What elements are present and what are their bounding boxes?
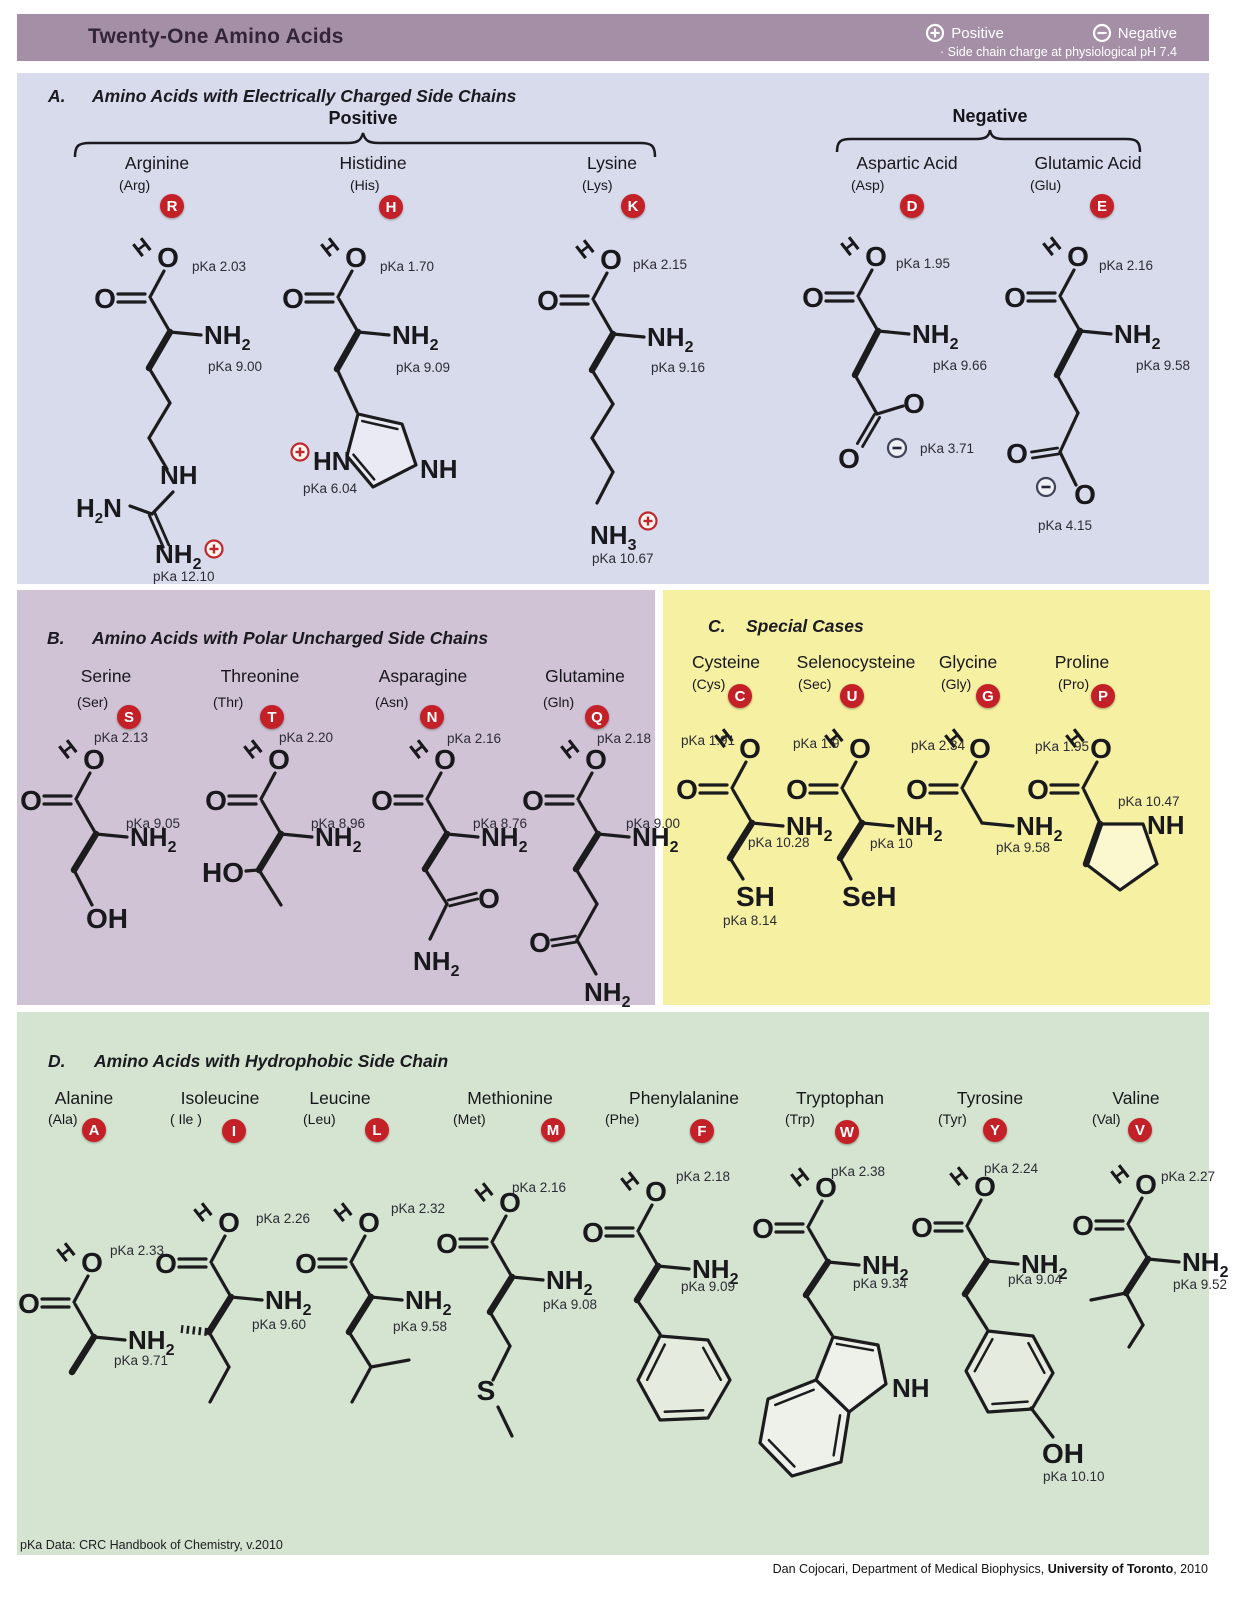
amino-abbr-tyrosine: (Tyr)	[938, 1111, 967, 1127]
amino-letter-badge-valine: V	[1128, 1118, 1152, 1142]
amino-name-tyrosine: Tyrosine	[956, 1088, 1024, 1108]
amino-name-cysteine: Cysteine	[691, 652, 761, 672]
amino-abbr-selenocysteine: (Sec)	[798, 676, 832, 692]
amino-name-selenocysteine: Selenocysteine	[796, 652, 916, 672]
legend-negative-label: Negative	[1117, 24, 1177, 42]
plus-icon	[926, 23, 945, 43]
amino-abbr-glycine: (Gly)	[941, 676, 972, 692]
amino-letter-badge-leucine: L	[365, 1118, 389, 1142]
amino-abbr-serine: (Ser)	[77, 694, 109, 710]
amino-letter-badge-threonine: T	[260, 705, 284, 729]
amino-name-lysine: Lysine	[587, 153, 637, 173]
legend-positive-label: Positive	[951, 24, 1004, 42]
amino-name-serine: Serine	[80, 666, 132, 686]
section-a-charged	[17, 73, 1209, 584]
group-label-negative: Negative	[952, 106, 1028, 126]
amino-letter-badge-glutamic-acid: E	[1090, 194, 1114, 218]
amino-letter-badge-glutamine: Q	[585, 705, 609, 729]
amino-letter-badge-glycine: G	[976, 684, 1000, 708]
amino-letter-badge-aspartic-acid: D	[900, 194, 924, 218]
amino-abbr-proline: (Pro)	[1058, 676, 1090, 692]
section-b-letter: B.	[47, 628, 65, 648]
amino-name-aspartic-acid: Aspartic Acid	[856, 153, 958, 173]
group-label-positive: Positive	[328, 108, 398, 128]
amino-abbr-asparagine: (Asn)	[375, 694, 409, 710]
amino-abbr-isoleucine: ( Ile )	[170, 1111, 202, 1127]
amino-name-tryptophan: Tryptophan	[796, 1088, 884, 1108]
legend-negative: Negative	[1092, 23, 1177, 43]
amino-abbr-methionine: (Met)	[453, 1111, 486, 1127]
amino-letter-badge-tryptophan: W	[835, 1120, 859, 1144]
amino-abbr-leucine: (Leu)	[303, 1111, 336, 1127]
amino-name-glutamine: Glutamine	[545, 666, 625, 686]
section-c-title: Special Cases	[746, 616, 864, 636]
amino-abbr-phenylalanine: (Phe)	[605, 1111, 640, 1127]
amino-abbr-tryptophan: (Trp)	[785, 1111, 815, 1127]
amino-name-proline: Proline	[1054, 652, 1110, 672]
amino-name-isoleucine: Isoleucine	[180, 1088, 260, 1108]
amino-letter-badge-serine: S	[117, 705, 141, 729]
section-a-letter: A.	[48, 86, 66, 106]
amino-letter-badge-isoleucine: I	[222, 1119, 246, 1143]
charge-legend: Positive Negative	[925, 23, 1177, 43]
section-b-polar	[17, 590, 655, 1005]
credit-institution: University of Toronto	[1047, 1562, 1174, 1576]
amino-abbr-histidine: (His)	[350, 177, 380, 193]
amino-name-arginine: Arginine	[124, 153, 190, 173]
amino-letter-badge-tyrosine: Y	[983, 1118, 1007, 1142]
amino-letter-badge-histidine: H	[379, 195, 403, 219]
amino-letter-badge-cysteine: C	[728, 684, 752, 708]
amino-letter-badge-methionine: M	[541, 1118, 565, 1142]
amino-letter-badge-phenylalanine: F	[690, 1119, 714, 1143]
amino-abbr-threonine: (Thr)	[213, 694, 244, 710]
section-c-letter: C.	[708, 616, 726, 636]
legend-note: · Side chain charge at physiological pH …	[940, 45, 1177, 59]
section-d-title: Amino Acids with Hydrophobic Side Chain	[94, 1051, 449, 1071]
amino-abbr-glutamine: (Gln)	[543, 694, 575, 710]
amino-name-histidine: Histidine	[339, 153, 407, 173]
amino-letter-badge-selenocysteine: U	[840, 684, 864, 708]
amino-abbr-glutamic-acid: (Glu)	[1030, 177, 1062, 193]
amino-abbr-alanine: (Ala)	[48, 1111, 78, 1127]
amino-letter-badge-asparagine: N	[420, 705, 444, 729]
amino-letter-badge-proline: P	[1091, 684, 1115, 708]
amino-name-methionine: Methionine	[467, 1088, 553, 1108]
amino-abbr-lysine: (Lys)	[582, 177, 613, 193]
section-a-title: Amino Acids with Electrically Charged Si…	[92, 86, 517, 106]
pka-source-note: pKa Data: CRC Handbook of Chemistry, v.2…	[20, 1538, 283, 1552]
amino-name-phenylalanine: Phenylalanine	[629, 1088, 739, 1108]
amino-name-valine: Valine	[1112, 1088, 1160, 1108]
amino-abbr-cysteine: (Cys)	[692, 676, 726, 692]
amino-letter-badge-lysine: K	[621, 194, 645, 218]
credit-author: Dan Cojocari, Department of Medical Biop…	[772, 1562, 1048, 1576]
section-c-special	[663, 590, 1210, 1005]
section-b-title: Amino Acids with Polar Uncharged Side Ch…	[92, 628, 489, 648]
amino-abbr-valine: (Val)	[1092, 1111, 1121, 1127]
amino-name-glycine: Glycine	[938, 652, 998, 672]
header-bar: Twenty-One Amino Acids Positive Negative…	[17, 14, 1209, 61]
amino-letter-badge-alanine: A	[82, 1118, 106, 1142]
amino-name-leucine: Leucine	[309, 1088, 371, 1108]
credit-line: Dan Cojocari, Department of Medical Biop…	[773, 1562, 1208, 1576]
legend-positive: Positive	[925, 23, 1004, 43]
section-d-letter: D.	[48, 1051, 66, 1071]
amino-name-threonine: Threonine	[220, 666, 300, 686]
amino-name-alanine: Alanine	[54, 1088, 114, 1108]
credit-year: , 2010	[1173, 1562, 1208, 1576]
amino-letter-badge-arginine: R	[160, 194, 184, 218]
amino-name-glutamic-acid: Glutamic Acid	[1034, 153, 1142, 173]
amino-name-asparagine: Asparagine	[378, 666, 468, 686]
minus-icon	[1092, 23, 1111, 43]
amino-abbr-arginine: (Arg)	[119, 177, 151, 193]
amino-abbr-aspartic-acid: (Asp)	[851, 177, 885, 193]
page-title: Twenty-One Amino Acids	[88, 25, 344, 48]
